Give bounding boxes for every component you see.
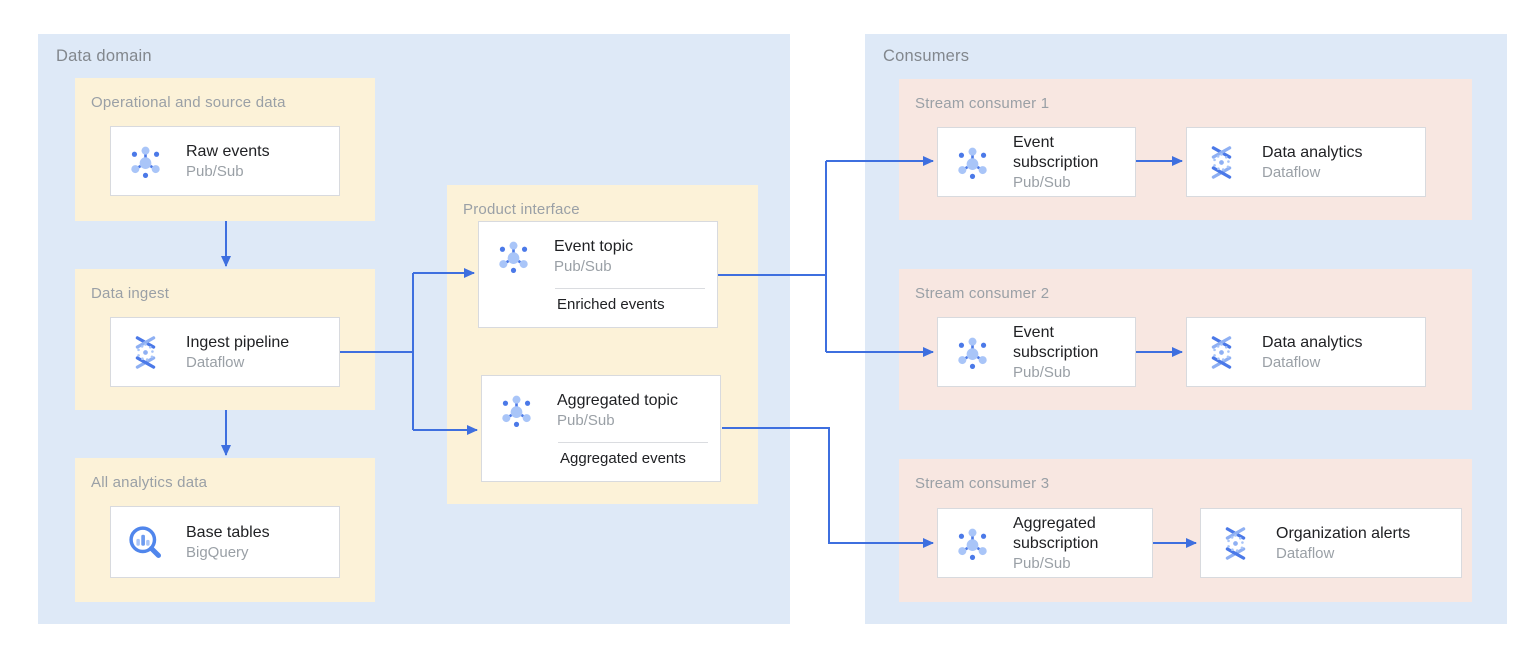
node-event-subscription-1: Event subscription Pub/Sub (937, 127, 1136, 197)
group-label: All analytics data (91, 474, 208, 491)
dataflow-icon (1216, 524, 1255, 563)
node-raw-events: Raw events Pub/Sub (110, 126, 340, 196)
node-product: Pub/Sub (1013, 173, 1071, 191)
divider (558, 442, 708, 443)
node-ingest-pipeline: Ingest pipeline Dataflow (110, 317, 340, 387)
divider (555, 288, 705, 289)
node-title: Event subscription (1013, 133, 1099, 171)
node-event-subscription-2: Event subscription Pub/Sub (937, 317, 1136, 387)
node-product: Pub/Sub (186, 162, 244, 180)
node-title: Data analytics (1262, 143, 1363, 161)
node-aggregated-subscription: Aggregated subscription Pub/Sub (937, 508, 1153, 578)
group-label: Stream consumer 1 (915, 95, 1050, 112)
node-data-analytics-2: Data analytics Dataflow (1186, 317, 1426, 387)
dataflow-icon (1202, 143, 1241, 182)
node-product: Pub/Sub (1013, 363, 1071, 381)
node-title: Base tables (186, 523, 270, 541)
group-label: Operational and source data (91, 94, 286, 111)
node-base-tables: Base tables BigQuery (110, 506, 340, 578)
group-label: Stream consumer 3 (915, 475, 1050, 492)
group-label: Stream consumer 2 (915, 285, 1050, 302)
node-title: Event topic (554, 237, 634, 255)
node-title: Data analytics (1262, 333, 1363, 351)
node-event-topic: Event topic Pub/Sub Enriched events (478, 221, 718, 328)
node-note: Enriched events (557, 296, 665, 313)
data-domain-label: Data domain (56, 47, 152, 65)
node-title: Aggregated subscription (1013, 514, 1099, 552)
node-product: Pub/Sub (554, 257, 612, 275)
node-title: Event subscription (1013, 323, 1099, 361)
node-note: Aggregated events (560, 450, 686, 467)
node-product: Pub/Sub (1013, 554, 1071, 572)
pubsub-icon (953, 143, 992, 182)
node-product: Dataflow (1262, 353, 1321, 371)
pubsub-icon (497, 391, 536, 430)
node-product: Dataflow (1262, 163, 1321, 181)
group-label: Product interface (463, 201, 580, 218)
node-product: Pub/Sub (557, 411, 615, 429)
group-label: Data ingest (91, 285, 170, 302)
node-organization-alerts: Organization alerts Dataflow (1200, 508, 1462, 578)
bigquery-icon (126, 523, 165, 562)
pubsub-icon (494, 237, 533, 276)
dataflow-icon (1202, 333, 1241, 372)
node-title: Organization alerts (1276, 524, 1411, 542)
node-title: Aggregated topic (557, 391, 678, 409)
node-title: Ingest pipeline (186, 333, 290, 351)
node-product: Dataflow (1276, 544, 1335, 562)
consumers-label: Consumers (883, 47, 970, 65)
node-title: Raw events (186, 142, 270, 160)
node-data-analytics-1: Data analytics Dataflow (1186, 127, 1426, 197)
pubsub-icon (953, 524, 992, 563)
dataflow-icon (126, 333, 165, 372)
node-product: Dataflow (186, 353, 245, 371)
pubsub-icon (126, 142, 165, 181)
pubsub-icon (953, 333, 992, 372)
node-product: BigQuery (186, 543, 249, 561)
node-aggregated-topic: Aggregated topic Pub/Sub Aggregated even… (481, 375, 721, 482)
